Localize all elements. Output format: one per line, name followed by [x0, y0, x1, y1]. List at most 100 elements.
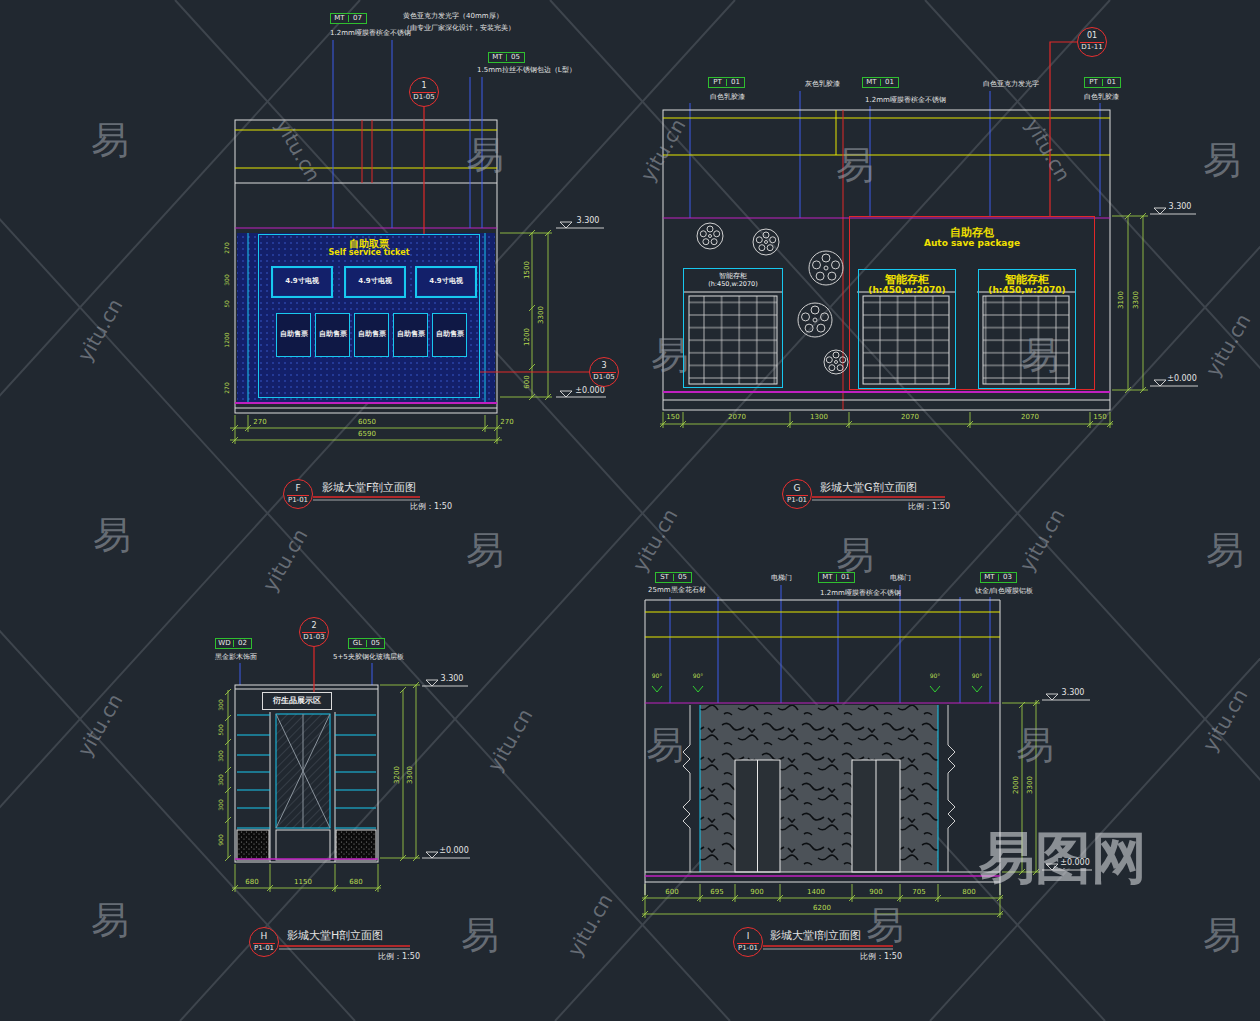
node-text: MT	[863, 79, 880, 87]
node-text: P1-01	[737, 943, 759, 953]
drawing-title: 影城大堂G剖立面图	[820, 482, 917, 493]
angle-mark: 90°	[693, 673, 704, 679]
angle-mark: 90°	[972, 673, 983, 679]
watermark: 易	[461, 916, 499, 954]
watermark: yitu.cn	[484, 706, 535, 775]
node-text: (h:450,w:2070)	[988, 286, 1065, 296]
watermark-lines	[930, 0, 1260, 1021]
dimension: 270	[253, 419, 266, 426]
watermark: yitu.cn	[272, 116, 323, 185]
film-reel-decor	[753, 229, 779, 255]
dimension: 50	[224, 300, 230, 308]
dimension-lines	[400, 687, 406, 693]
elevation-h-lines	[276, 714, 330, 828]
leader-connector	[423, 107, 424, 234]
dimension-lines	[225, 787, 231, 793]
film-reel-decor	[829, 365, 835, 371]
node-text: 自助售票	[280, 331, 308, 339]
material-note: 黄色亚克力发光字（40mm厚）	[403, 13, 503, 20]
dimension: 800	[962, 889, 975, 896]
leader-lines	[718, 597, 719, 703]
dimension-lines	[852, 884, 853, 902]
material-tag: MT01	[862, 77, 899, 88]
elevation-i-lines	[645, 637, 1000, 638]
elevation-f-lines	[235, 228, 497, 229]
material-tag: MT05	[488, 52, 525, 63]
watermark: 易	[1203, 141, 1241, 179]
material-tag: ST05	[655, 572, 692, 583]
node-text: 自助售票	[358, 331, 386, 339]
level-marks	[422, 858, 470, 859]
dimension-lines	[849, 412, 850, 428]
dimension: 695	[710, 889, 723, 896]
scale-note: 比例：1:50	[860, 953, 902, 961]
dimension: 2070	[901, 414, 919, 421]
level-mark: ±0.000	[1167, 375, 1197, 383]
elevation-h-lines	[335, 772, 376, 773]
material-note: 5+5夹胶钢化玻璃层板	[333, 654, 404, 661]
elevation-f-lines	[235, 183, 497, 184]
elevation-h-lines	[335, 808, 376, 809]
level-marks	[1150, 386, 1198, 387]
leader-connector	[313, 647, 314, 692]
watermark: 易	[1021, 336, 1059, 374]
material-tag: MT07	[330, 13, 367, 24]
node-text: MT	[981, 574, 998, 582]
elevation-g-lines	[663, 110, 1110, 410]
node-text: (h:450,w:2070)	[868, 286, 945, 296]
leader-lines	[838, 600, 839, 703]
dimension: 500	[218, 724, 224, 735]
node-text: 3	[601, 362, 606, 372]
elevation-h-lines	[235, 858, 378, 860]
material-note: 白色乳胶漆	[710, 94, 745, 101]
node-text: 01	[880, 79, 898, 87]
dimension: 1400	[807, 889, 825, 896]
elevation-f-lines	[485, 233, 486, 403]
elevation-h-lines	[237, 755, 270, 756]
node-text: 4.9寸电视	[429, 278, 462, 286]
dimension-lines	[235, 415, 236, 444]
film-reel-decor	[709, 235, 712, 238]
leader-lines	[392, 40, 393, 228]
elevation-i-lines	[645, 875, 1000, 877]
dimension-lines	[248, 415, 249, 432]
storage-locker: 智能存柜(h:450,w:2070)	[978, 269, 1076, 389]
node-text: P1-01	[253, 943, 275, 953]
dimension: 3300	[407, 766, 414, 784]
dimension: 3200	[394, 766, 401, 784]
dimension: 3300	[1027, 776, 1034, 794]
elevation-i-lines	[876, 760, 877, 872]
node-text: I	[747, 932, 750, 943]
dimension-lines	[1128, 216, 1129, 390]
material-tag: WD02	[215, 638, 252, 649]
node-text: F	[295, 484, 300, 495]
dimension: 300	[218, 750, 224, 761]
tv-screen: 4.9寸电视	[271, 266, 333, 298]
scale-note: 比例：1:50	[378, 953, 420, 961]
dimension: 2070	[1021, 414, 1039, 421]
elevation-i-lines	[645, 872, 1000, 873]
title-underlines	[313, 500, 420, 501]
dimension: 300	[218, 799, 224, 810]
dimension: 270	[500, 419, 513, 426]
film-reel-decor	[816, 272, 824, 280]
film-reel-decor	[824, 350, 848, 374]
dimension-lines	[497, 415, 498, 444]
film-reel-decor	[707, 226, 713, 232]
ticket-machine: 自助售票	[432, 313, 467, 357]
node-text: 02	[233, 640, 251, 648]
node-text: H	[261, 932, 268, 943]
node-text: 自助售票	[319, 331, 347, 339]
node-text: 智能存柜	[1005, 274, 1049, 286]
film-reel-decor	[832, 261, 840, 269]
dimension-lines	[270, 864, 271, 892]
material-note: 电梯门	[890, 575, 911, 582]
elevation-h-lines	[235, 689, 378, 690]
title-underlines	[279, 949, 410, 950]
dimension-lines	[225, 767, 231, 773]
material-note: 钛金/白色哑膜铝板	[975, 588, 1033, 595]
watermark: yitu.cn	[1199, 686, 1250, 755]
film-reel-decor	[835, 361, 838, 364]
watermark-lines	[0, 0, 360, 1021]
dimension-lines	[642, 914, 1003, 915]
